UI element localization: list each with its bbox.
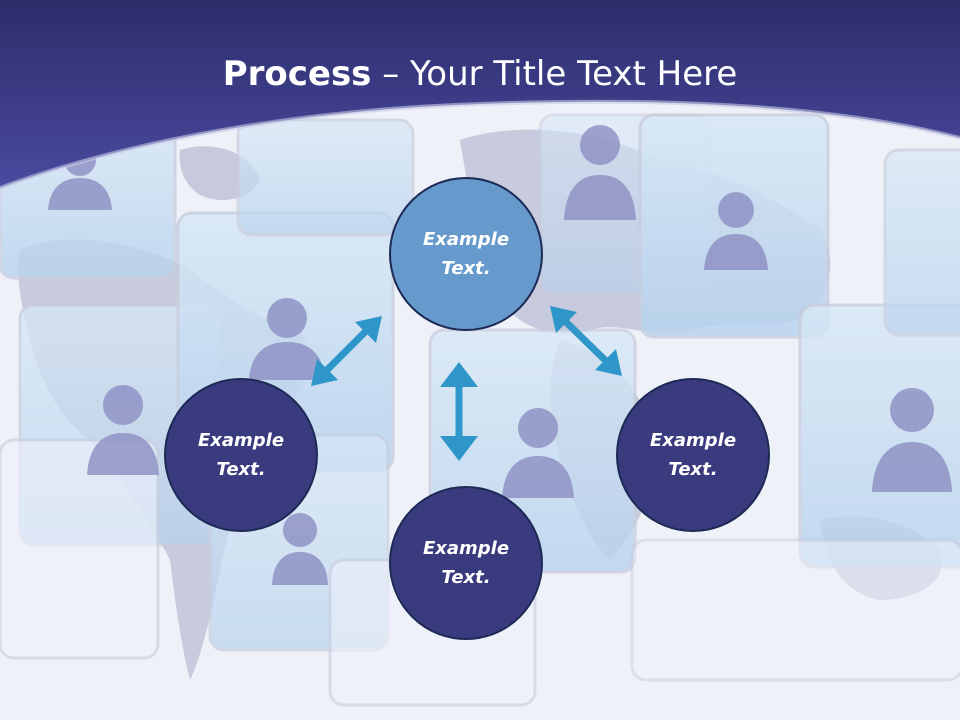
double-arrow-right — [550, 306, 622, 376]
node-right-label: Example Text. — [649, 430, 737, 480]
process-node-right[interactable]: Example Text. — [616, 378, 770, 532]
process-node-bottom[interactable]: Example Text. — [389, 486, 543, 640]
node-top-label: Example Text. — [422, 229, 510, 279]
node-left-label: Example Text. — [197, 430, 285, 480]
header-band — [0, 0, 960, 188]
person-silhouettes — [48, 125, 952, 585]
double-arrow-center — [440, 362, 478, 461]
process-node-top[interactable]: Example Text. — [389, 177, 543, 331]
slide-title-rest: – Your Title Text Here — [371, 54, 738, 94]
process-node-left[interactable]: Example Text. — [164, 378, 318, 532]
slide-title: Process – Your Title Text Here — [0, 50, 960, 98]
slide-title-bold: Process — [222, 54, 372, 94]
double-arrow-left — [311, 316, 382, 386]
node-bottom-label: Example Text. — [422, 538, 510, 588]
